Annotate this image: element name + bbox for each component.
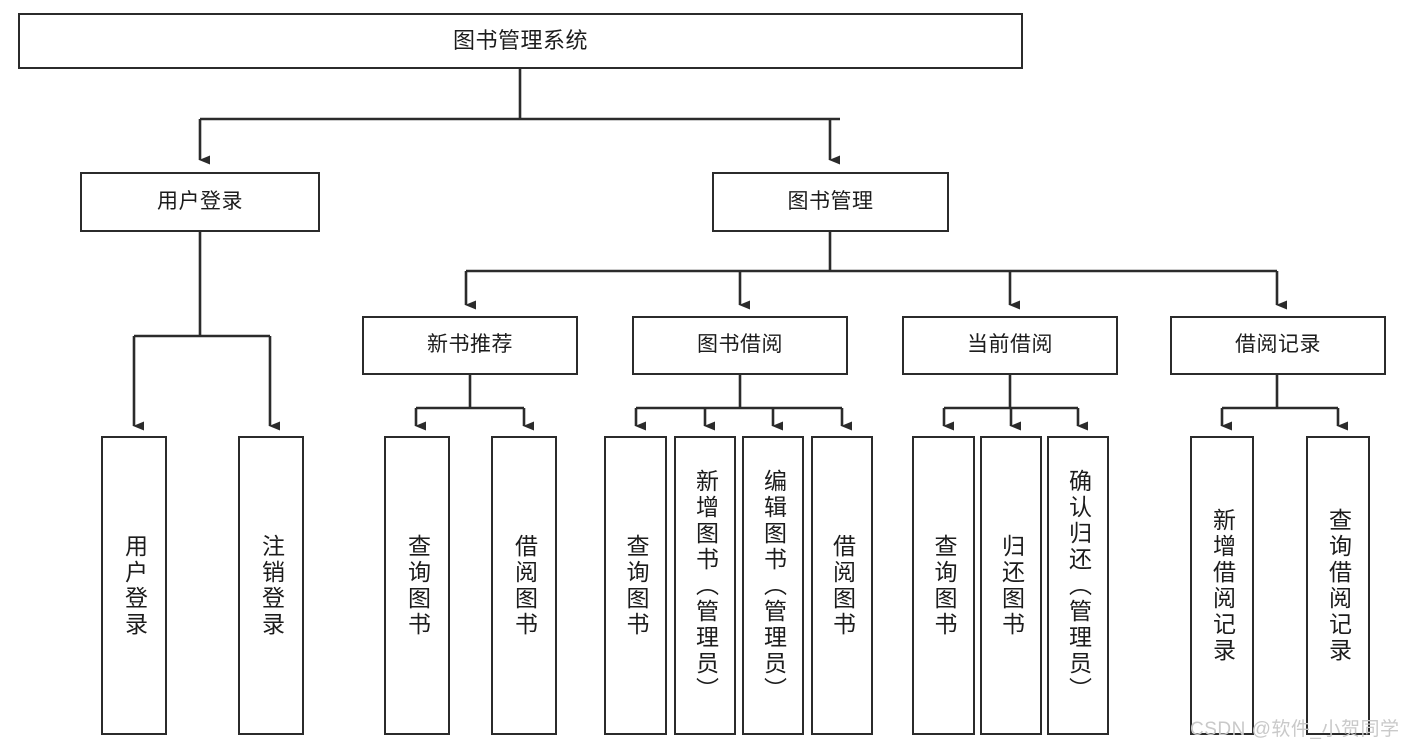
leaf-borrow-book-label: 借阅图书 xyxy=(829,533,856,638)
leaf-new-books-query-label: 查询图书 xyxy=(404,533,431,638)
leaf-add-borrow-record[interactable]: 新增借阅记录 xyxy=(1190,436,1254,735)
leaf-logout[interactable]: 注销登录 xyxy=(238,436,304,735)
node-user-login[interactable]: 用户登录 xyxy=(80,172,320,232)
leaf-current-query-books-label: 查询图书 xyxy=(931,533,957,638)
leaf-return-book[interactable]: 归还图书 xyxy=(980,436,1042,735)
leaf-new-books-borrow[interactable]: 借阅图书 xyxy=(491,436,557,735)
node-user-login-label: 用户登录 xyxy=(157,189,243,213)
leaf-return-book-label: 归还图书 xyxy=(998,533,1025,638)
leaf-borrow-query-books[interactable]: 查询图书 xyxy=(604,436,667,735)
leaf-new-books-query[interactable]: 查询图书 xyxy=(384,436,450,735)
leaf-confirm-return-admin-label: 确认归还（管理员） xyxy=(1065,468,1092,703)
node-root-system-label: 图书管理系统 xyxy=(452,28,588,54)
leaf-borrow-query-books-label: 查询图书 xyxy=(623,533,649,638)
leaf-add-book-admin[interactable]: 新增图书（管理员） xyxy=(674,436,736,735)
leaf-query-borrow-record[interactable]: 查询借阅记录 xyxy=(1306,436,1370,735)
leaf-add-borrow-record-label: 新增借阅记录 xyxy=(1209,507,1236,664)
csdn-watermark: CSDN @软件_小贺同学 xyxy=(1190,719,1400,740)
leaf-borrow-book[interactable]: 借阅图书 xyxy=(811,436,873,735)
node-root-system[interactable]: 图书管理系统 xyxy=(18,13,1023,69)
leaf-edit-book-admin-label: 编辑图书（管理员） xyxy=(760,468,787,703)
leaf-edit-book-admin[interactable]: 编辑图书（管理员） xyxy=(742,436,804,735)
leaf-add-book-admin-label: 新增图书（管理员） xyxy=(692,468,719,703)
leaf-query-borrow-record-label: 查询借阅记录 xyxy=(1325,507,1352,664)
node-book-borrow-label: 图书借阅 xyxy=(697,333,783,357)
node-borrow-records-label: 借阅记录 xyxy=(1235,333,1321,357)
node-book-management[interactable]: 图书管理 xyxy=(712,172,949,232)
leaf-current-query-books[interactable]: 查询图书 xyxy=(912,436,975,735)
leaf-user-login-label: 用户登录 xyxy=(121,533,148,638)
node-current-borrow[interactable]: 当前借阅 xyxy=(902,316,1118,375)
node-book-borrow[interactable]: 图书借阅 xyxy=(632,316,848,375)
leaf-logout-label: 注销登录 xyxy=(258,533,285,638)
leaf-new-books-borrow-label: 借阅图书 xyxy=(511,533,538,638)
node-new-book-recommend[interactable]: 新书推荐 xyxy=(362,316,578,375)
leaf-user-login[interactable]: 用户登录 xyxy=(101,436,167,735)
node-new-book-recommend-label: 新书推荐 xyxy=(427,333,513,357)
node-current-borrow-label: 当前借阅 xyxy=(967,333,1053,357)
leaf-confirm-return-admin[interactable]: 确认归还（管理员） xyxy=(1047,436,1109,735)
node-borrow-records[interactable]: 借阅记录 xyxy=(1170,316,1386,375)
node-book-management-label: 图书管理 xyxy=(787,189,874,213)
